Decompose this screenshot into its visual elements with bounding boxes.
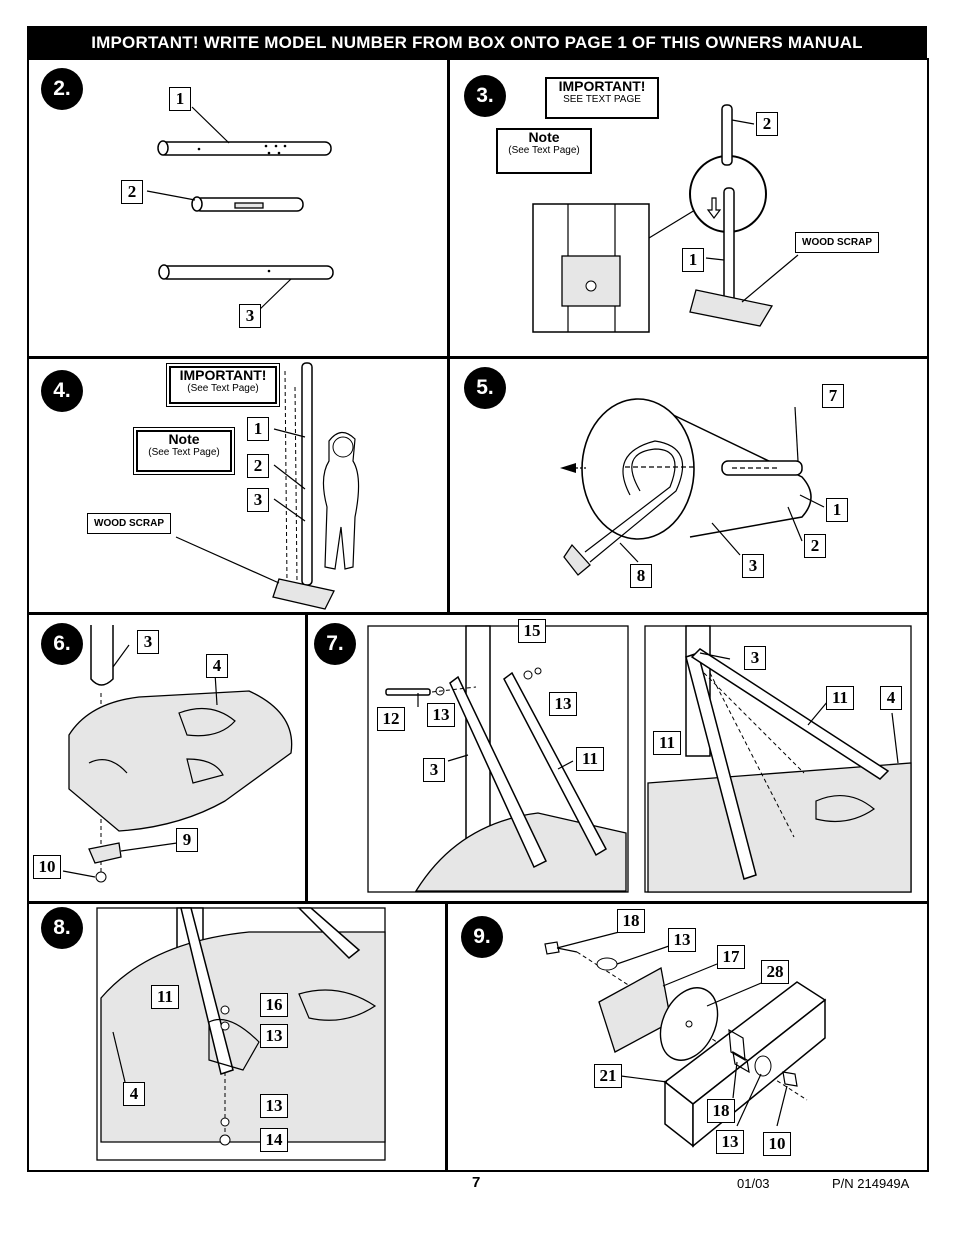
wood-scrap-label: WOOD SCRAP	[87, 513, 171, 534]
note-subtitle: (See Text Page)	[508, 145, 580, 157]
callout-16: 16	[260, 993, 288, 1017]
revision-date: 01/03	[737, 1176, 770, 1191]
step-3-badge: 3.	[464, 75, 506, 117]
step-7-panel: 7. 15 12 13 13 3 11 3 11 4 11	[308, 613, 925, 899]
important-box: IMPORTANT! (See Text Page)	[166, 363, 280, 407]
callout-3: 3	[239, 304, 261, 328]
callout-14: 14	[260, 1128, 288, 1152]
step-9-panel: 9. 18 13 17 28 21 18 13 10	[447, 902, 925, 1168]
note-box: Note (See Text Page)	[496, 128, 592, 174]
diagram-frame	[27, 58, 929, 1172]
divider	[29, 612, 927, 615]
base-bracket-illustration	[62, 625, 293, 883]
page-number: 7	[472, 1174, 481, 1191]
wood-scrap-label: WOOD SCRAP	[795, 232, 879, 253]
callout-9: 9	[176, 828, 198, 852]
callout-2: 2	[121, 180, 143, 204]
important-subtitle: (See Text Page)	[187, 383, 259, 395]
callout-21: 21	[594, 1064, 622, 1088]
note-title: Note	[168, 431, 200, 447]
callout-13: 13	[716, 1130, 744, 1154]
divider	[29, 356, 927, 359]
callout-13: 13	[260, 1094, 288, 1118]
callout-11: 11	[576, 747, 604, 771]
callout-2: 2	[247, 454, 269, 478]
callout-18: 18	[617, 909, 645, 933]
step-4-panel: 4. IMPORTANT! (See Text Page) Note (See …	[29, 357, 446, 610]
callout-12: 12	[377, 707, 405, 731]
callout-4: 4	[880, 686, 902, 710]
callout-11: 11	[151, 985, 179, 1009]
important-title: IMPORTANT!	[179, 367, 267, 383]
callout-2: 2	[756, 112, 778, 136]
important-box: IMPORTANT! SEE TEXT PAGE	[545, 77, 659, 119]
brace-attach-illustration	[367, 625, 912, 893]
callout-1: 1	[247, 417, 269, 441]
callout-3: 3	[744, 646, 766, 670]
important-subtitle: SEE TEXT PAGE	[563, 94, 641, 106]
divider	[29, 901, 927, 904]
step-3-panel: 3. IMPORTANT! SEE TEXT PAGE Note (See Te…	[450, 60, 925, 354]
callout-18: 18	[707, 1099, 735, 1123]
callout-28: 28	[761, 960, 789, 984]
callout-2: 2	[804, 534, 826, 558]
callout-13: 13	[668, 928, 696, 952]
callout-4: 4	[206, 654, 228, 678]
note-title: Note	[528, 129, 560, 145]
step-6-badge: 6.	[41, 623, 83, 665]
callout-10: 10	[763, 1132, 791, 1156]
note-subtitle: (See Text Page)	[148, 447, 220, 459]
wheel-bracket-illustration	[544, 929, 827, 1148]
important-title: IMPORTANT!	[558, 78, 646, 94]
anchor-insert-illustration	[560, 398, 825, 576]
step-8-badge: 8.	[41, 907, 83, 949]
callout-7: 7	[822, 384, 844, 408]
note-box: Note (See Text Page)	[133, 427, 235, 475]
step-9-badge: 9.	[461, 916, 503, 958]
callout-15: 15	[518, 619, 546, 643]
callout-4: 4	[123, 1082, 145, 1106]
pole-raise-illustration	[175, 362, 360, 610]
tube-parts-illustration	[146, 106, 334, 313]
callout-17: 17	[717, 945, 745, 969]
step-8-panel: 8. 11 16 13 4 13 14	[29, 902, 444, 1168]
callout-3: 3	[423, 758, 445, 782]
step-2-panel: 2. 1 2 3	[29, 60, 446, 354]
step-5-badge: 5.	[464, 367, 506, 409]
callout-13: 13	[549, 692, 577, 716]
step-6-panel: 6. 3 4 9 10	[29, 613, 305, 899]
tube-insert-illustration	[532, 104, 799, 333]
callout-3: 3	[137, 630, 159, 654]
callout-13: 13	[427, 703, 455, 727]
step-4-badge: 4.	[41, 370, 83, 412]
callout-3: 3	[247, 488, 269, 512]
divider	[445, 902, 448, 1170]
callout-8: 8	[630, 564, 652, 588]
callout-11: 11	[653, 731, 681, 755]
step-2-badge: 2.	[41, 68, 83, 110]
callout-11: 11	[826, 686, 854, 710]
callout-1: 1	[169, 87, 191, 111]
step-7-badge: 7.	[314, 623, 356, 665]
important-banner: IMPORTANT! WRITE MODEL NUMBER FROM BOX O…	[27, 26, 927, 59]
callout-3: 3	[742, 554, 764, 578]
brace-to-base-illustration	[96, 907, 386, 1161]
callout-1: 1	[682, 248, 704, 272]
callout-10: 10	[33, 855, 61, 879]
step-5-panel: 5. 7 1 2 3 8	[450, 357, 925, 610]
divider	[447, 60, 450, 614]
divider	[305, 614, 308, 902]
callout-1: 1	[826, 498, 848, 522]
part-number: P/N 214949A	[832, 1176, 910, 1191]
callout-13: 13	[260, 1024, 288, 1048]
